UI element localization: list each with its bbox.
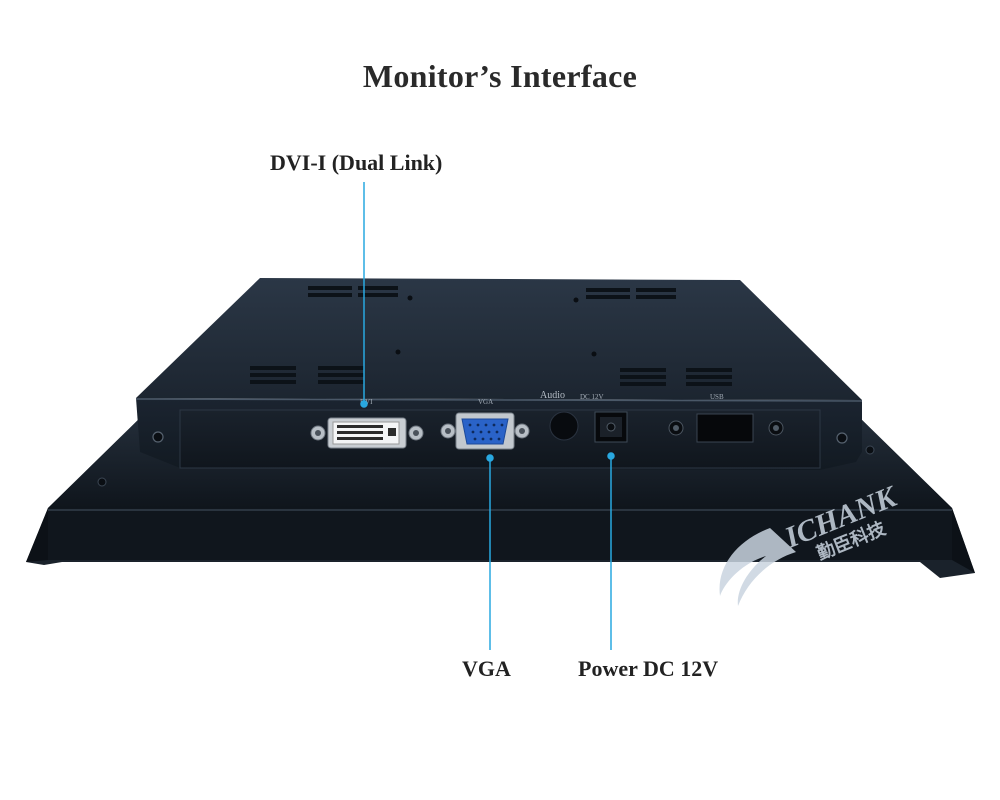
callout-vga: VGA [462,656,511,681]
dvi-connector [310,417,424,449]
mount-holes [395,295,597,357]
audio-jack [549,411,579,441]
usb-area [668,413,784,443]
vent-slots [250,286,732,386]
port-label-vga: VGA [478,398,493,406]
port-label-dc: DC 12V [580,393,604,401]
callout-dvi: DVI-I (Dual Link) [270,150,443,175]
callout-lines [360,182,615,650]
port-label-usb: USB [710,393,724,401]
vga-connector [440,412,530,450]
port-label-audio: Audio [540,390,565,401]
callout-power: Power DC 12V [578,656,719,681]
page-title: Monitor’s Interface [362,58,638,94]
dc-power-jack [594,411,628,443]
